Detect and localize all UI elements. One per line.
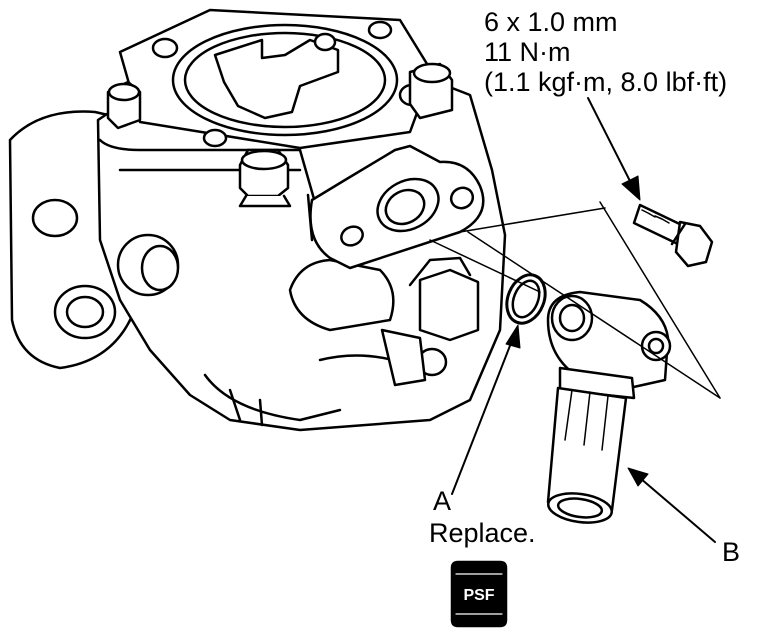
fitting-tube xyxy=(546,386,628,512)
leader-lines xyxy=(451,97,716,543)
guide-lines xyxy=(429,201,721,399)
pump-cam xyxy=(213,38,340,120)
outlet-fitting-b xyxy=(546,290,672,524)
arrow-heads xyxy=(505,175,649,487)
callout-a-letter: A xyxy=(433,486,452,516)
spec-arrow-icon xyxy=(621,175,641,201)
a-leader xyxy=(451,337,514,495)
outlet-flange xyxy=(306,144,485,270)
pump-left-hole xyxy=(31,198,79,238)
psf-badge: PSF xyxy=(450,560,508,628)
callout-b-letter: B xyxy=(722,537,741,567)
o-ring-a xyxy=(505,273,547,325)
b-leader xyxy=(639,477,716,543)
torque-spec-line-2: 11 N·m xyxy=(484,37,571,67)
torque-spec-line-3: (1.1 kgf·m, 8.0 lbf·ft) xyxy=(484,67,728,97)
a-arrow-icon xyxy=(505,324,521,349)
spec-leader xyxy=(587,97,633,186)
b-arrow-icon xyxy=(627,467,649,487)
psf-badge-text: PSF xyxy=(463,587,494,604)
callout-a-note: Replace. xyxy=(429,518,536,548)
pump-front-bolt xyxy=(238,148,292,208)
torque-spec-line-1: 6 x 1.0 mm xyxy=(484,7,618,37)
flange-bolt xyxy=(632,203,714,268)
pump-top-cover xyxy=(106,8,454,150)
fluid-container-icon xyxy=(450,560,508,628)
flange-bolt-hole-left xyxy=(340,225,364,247)
flange-bolt-hole-right xyxy=(449,186,475,210)
